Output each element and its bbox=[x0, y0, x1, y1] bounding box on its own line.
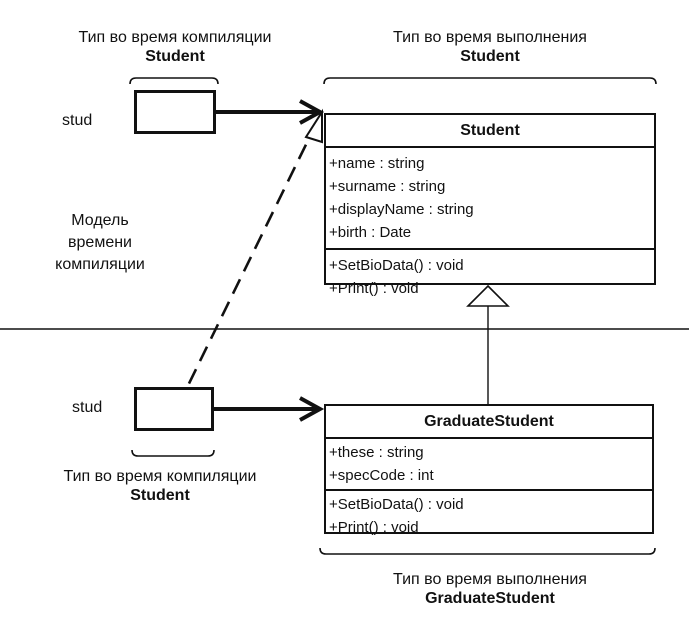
student-class-name: Student bbox=[326, 115, 654, 148]
student-attributes: +name : string +surname : string +displa… bbox=[326, 148, 654, 248]
compile-time-dashed-link bbox=[176, 119, 320, 407]
compile-type-brace-top bbox=[129, 77, 219, 85]
top-compile-type-label: Тип во время компиляции Student bbox=[45, 28, 305, 66]
bottom-reference-arrowhead bbox=[299, 396, 325, 422]
bottom-compile-type-name: Student bbox=[130, 487, 190, 504]
graduate-student-attribute: +specCode : int bbox=[329, 467, 434, 484]
top-reference-arrowhead bbox=[299, 99, 325, 125]
student-method: +SetBioData() : void bbox=[329, 257, 464, 274]
student-methods: +SetBioData() : void +Print() : void bbox=[326, 248, 654, 304]
graduate-student-attributes: +these : string +specCode : int bbox=[326, 439, 652, 489]
bottom-compile-type-label: Тип во время компиляции Student bbox=[30, 467, 290, 505]
graduate-student-attribute: +these : string bbox=[329, 444, 424, 461]
graduate-student-methods: +SetBioData() : void +Print() : void bbox=[326, 489, 652, 541]
top-compile-type-name: Student bbox=[145, 48, 205, 65]
student-attribute: +displayName : string bbox=[329, 201, 474, 218]
bottom-reference-box bbox=[134, 387, 214, 431]
compile-type-brace-bottom bbox=[131, 449, 215, 457]
top-runtime-type-label: Тип во время выполнения Student bbox=[340, 28, 640, 66]
bottom-variable-name: stud bbox=[72, 399, 103, 416]
bottom-runtime-type-caption: Тип во время выполнения bbox=[393, 571, 587, 588]
student-method: +Print() : void bbox=[329, 280, 419, 297]
student-class-box: Student +name : string +surname : string… bbox=[324, 113, 656, 297]
bottom-compile-type-caption: Тип во время компиляции bbox=[63, 468, 257, 485]
runtime-type-brace-bottom bbox=[319, 547, 656, 555]
student-attribute: +name : string bbox=[329, 155, 425, 172]
graduate-student-class-box: GraduateStudent +these : string +specCod… bbox=[324, 404, 654, 536]
model-label-line-2: времени bbox=[68, 234, 132, 251]
graduate-student-method: +SetBioData() : void bbox=[329, 496, 464, 513]
model-label-line-3: компиляции bbox=[55, 256, 145, 273]
top-runtime-type-caption: Тип во время выполнения bbox=[393, 29, 587, 46]
runtime-type-brace-top bbox=[323, 77, 657, 85]
graduate-student-class-name: GraduateStudent bbox=[326, 406, 652, 439]
top-variable-name: stud bbox=[62, 112, 93, 129]
top-reference-box bbox=[134, 90, 216, 134]
student-attribute: +surname : string bbox=[329, 178, 446, 195]
student-attribute: +birth : Date bbox=[329, 224, 412, 241]
top-compile-type-caption: Тип во время компиляции bbox=[78, 29, 272, 46]
top-runtime-type-name: Student bbox=[460, 48, 520, 65]
compile-time-model-label: Модель времени компиляции bbox=[30, 210, 170, 276]
model-label-line-1: Модель bbox=[71, 212, 129, 229]
bottom-runtime-type-name: GraduateStudent bbox=[425, 590, 555, 607]
bottom-runtime-type-label: Тип во время выполнения GraduateStudent bbox=[335, 570, 645, 608]
inheritance-triangle bbox=[466, 284, 510, 307]
compile-time-link-arrowhead bbox=[304, 108, 323, 144]
graduate-student-method: +Print() : void bbox=[329, 519, 419, 536]
